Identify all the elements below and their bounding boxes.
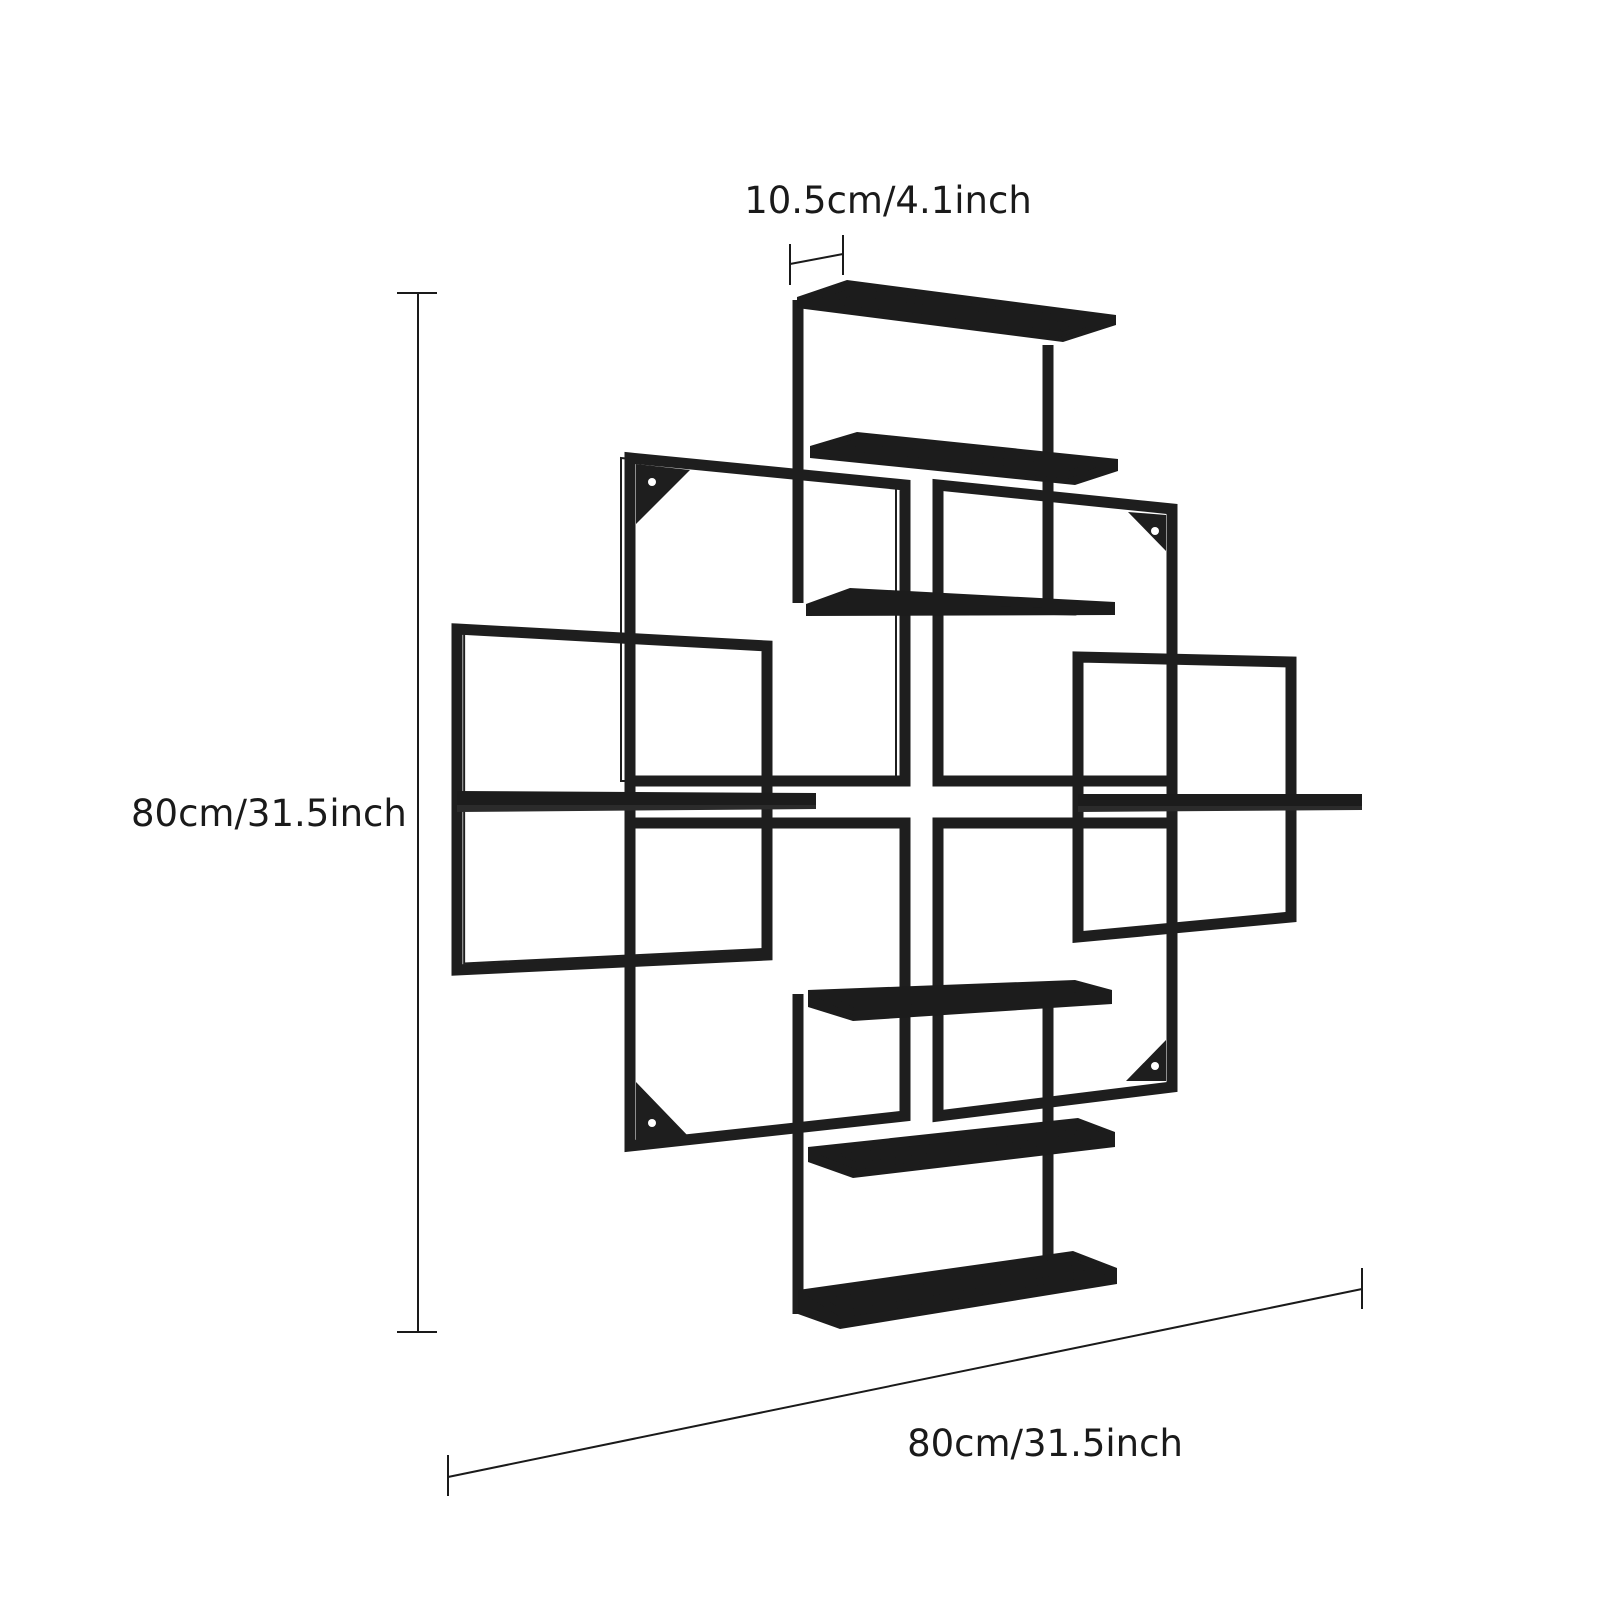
wine-rack <box>451 280 1362 1329</box>
width-label: 80cm/31.5inch <box>907 1422 1183 1465</box>
screw-hole-icon <box>648 1119 656 1127</box>
corner-bracket-bottom-right <box>1126 1040 1166 1081</box>
left-wing-shelf <box>457 791 816 808</box>
screw-hole-icon <box>1151 527 1159 535</box>
bottom-shelf-2 <box>808 1118 1115 1178</box>
left-wing <box>451 623 816 976</box>
top-shelf-2 <box>810 432 1118 485</box>
screw-hole-icon <box>1151 1062 1159 1070</box>
back-frame-right-upper <box>932 478 1178 787</box>
bottom-tower <box>792 980 1117 1329</box>
depth-label: 10.5cm/4.1inch <box>744 179 1032 222</box>
height-label: 80cm/31.5inch <box>131 792 407 835</box>
right-wing <box>1072 651 1362 944</box>
depth-arrow-line <box>789 253 844 265</box>
screw-hole-icon <box>648 478 656 486</box>
corner-bracket-top-left <box>636 464 690 524</box>
corner-bracket-top-right <box>1128 512 1166 551</box>
top-tower <box>792 280 1118 616</box>
top-shelf-1 <box>797 280 1116 342</box>
depth-dimension: 10.5cm/4.1inch <box>744 179 1032 285</box>
width-arrow-line <box>447 1288 1363 1478</box>
corner-bracket-bottom-left <box>636 1082 690 1140</box>
bottom-shelf-3 <box>798 1251 1117 1329</box>
height-dimension: 80cm/31.5inch <box>131 292 437 1333</box>
top-shelf-3 <box>806 588 1115 616</box>
width-dimension: 80cm/31.5inch <box>447 1268 1363 1496</box>
right-wing-shelf <box>1078 794 1362 808</box>
bottom-shelf-1 <box>808 980 1112 1021</box>
